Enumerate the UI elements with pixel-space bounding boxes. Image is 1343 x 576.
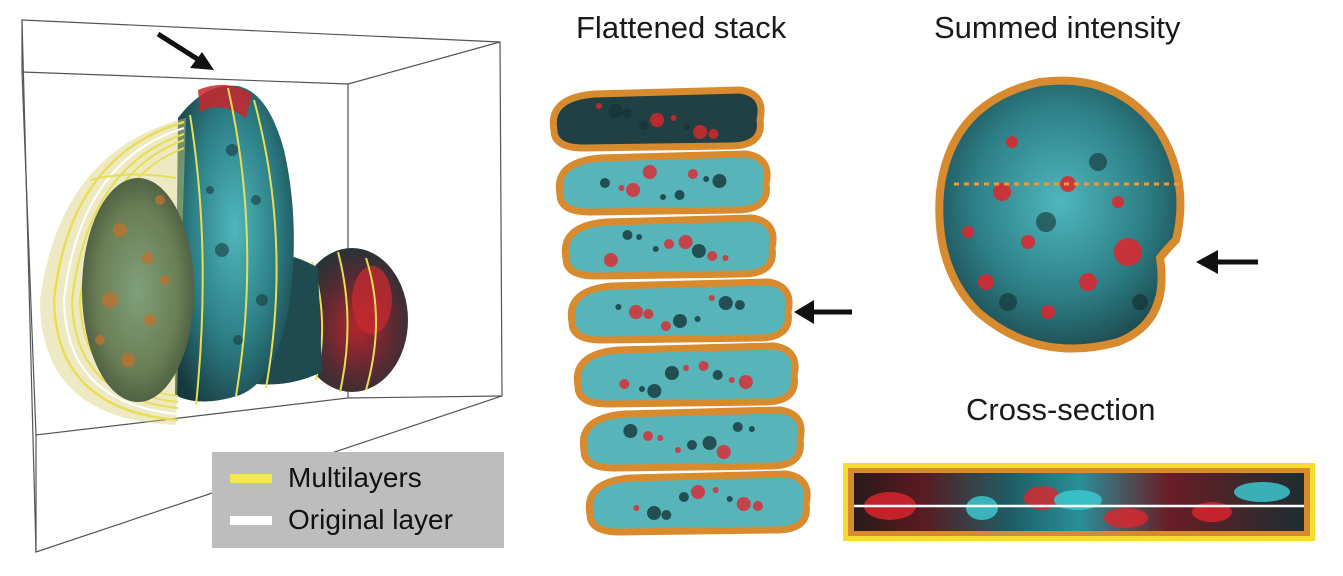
panel-title-cross-section: Cross-section bbox=[966, 392, 1156, 427]
multilayer-rings bbox=[40, 118, 194, 425]
legend-swatch-multilayers bbox=[230, 473, 272, 483]
legend-label: Original layer bbox=[288, 504, 453, 535]
legend-label: Multilayers bbox=[288, 462, 422, 493]
cross-section bbox=[843, 463, 1315, 541]
flattened-stack bbox=[549, 86, 852, 536]
stack-layer bbox=[573, 342, 799, 408]
legend-item-original-layer: Original layer bbox=[230, 500, 453, 540]
tissue-dome bbox=[175, 84, 294, 406]
stack-layer bbox=[585, 470, 811, 536]
render-panel: Multilayers Original layer bbox=[0, 0, 520, 576]
bounding-box bbox=[21, 19, 503, 553]
stack-layer bbox=[561, 214, 777, 280]
panel-title-flattened: Flattened stack bbox=[576, 10, 787, 45]
panel-title-summed: Summed intensity bbox=[934, 10, 1181, 45]
stack-layer bbox=[567, 278, 793, 344]
stack-layer bbox=[549, 86, 765, 152]
legend: Multilayers Original layer bbox=[212, 452, 504, 548]
stack-layer bbox=[579, 406, 805, 472]
arrow-icon bbox=[1196, 250, 1258, 274]
legend-item-multilayers: Multilayers bbox=[230, 458, 422, 498]
arrow-icon bbox=[794, 300, 852, 324]
arrow-icon bbox=[156, 31, 214, 70]
render-3d bbox=[21, 19, 503, 553]
legend-swatch-original bbox=[230, 515, 272, 525]
summed-intensity bbox=[935, 76, 1258, 353]
stack-layer bbox=[555, 150, 771, 216]
summed-outline bbox=[935, 76, 1185, 353]
